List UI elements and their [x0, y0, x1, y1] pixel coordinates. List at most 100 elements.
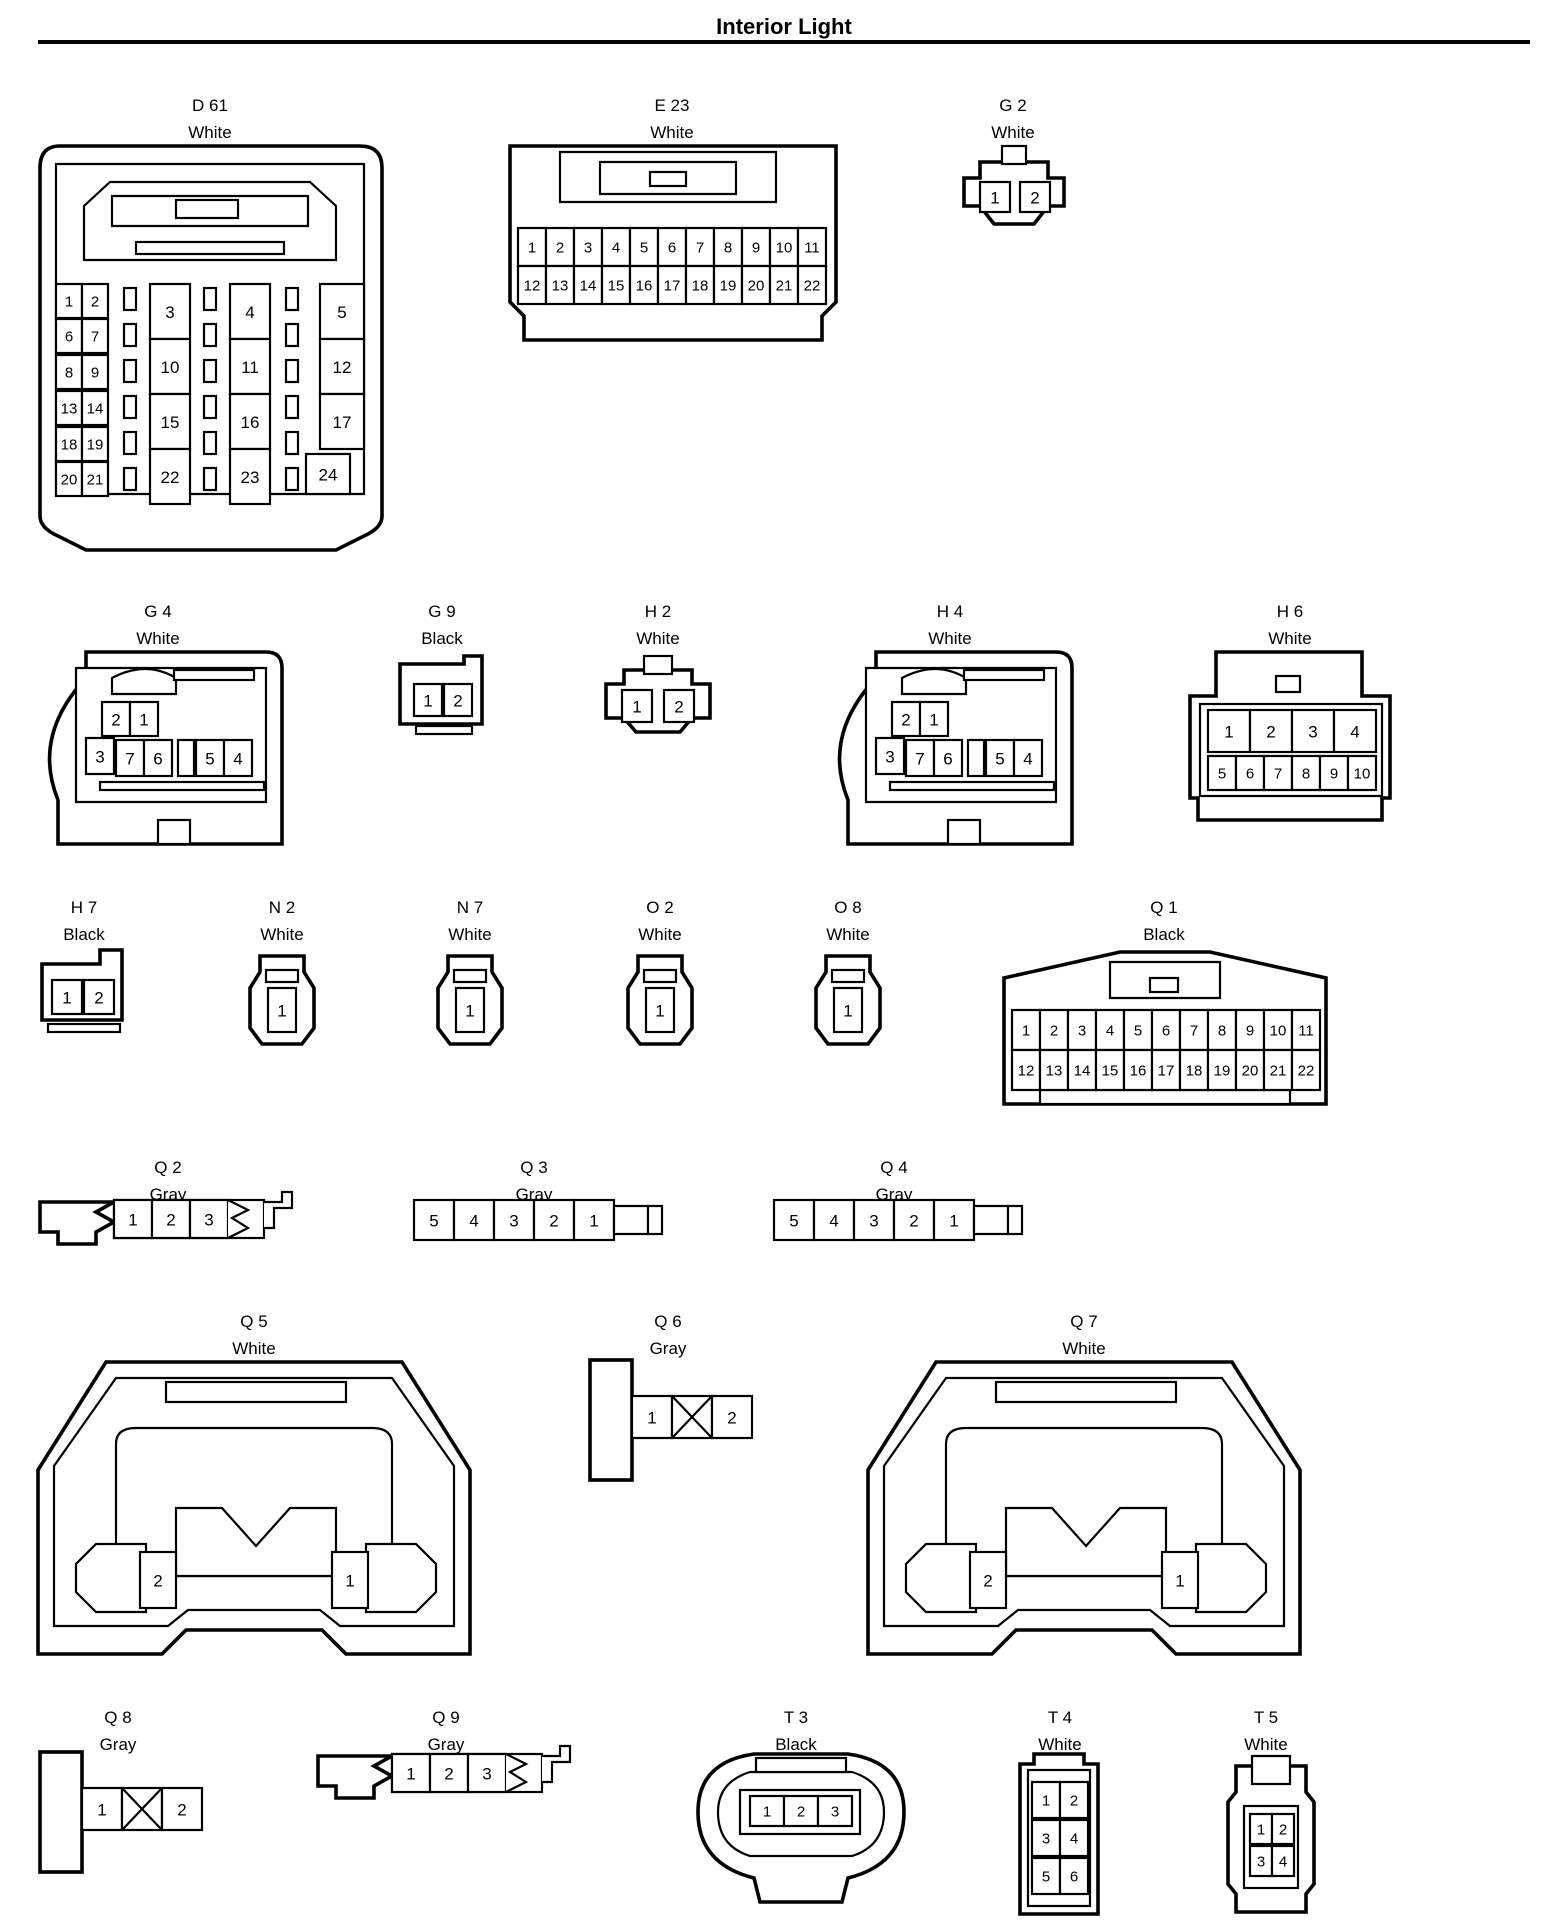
connector-o2-face: 1: [626, 954, 694, 1046]
connector-h6-pin-10-cavity: [1346, 754, 1378, 792]
connector-t5-pin-2-label: 2: [1279, 1822, 1287, 1839]
connector-e23-pin-18-cavity: [684, 264, 716, 306]
connector-q4-pin-5-label: 5: [789, 1212, 798, 1231]
connector-q2-pin-1-cavity: [112, 1198, 154, 1240]
connector-q1-pin-19-label: 19: [1214, 1063, 1231, 1080]
connector-q1-pin-22-label: 22: [1298, 1063, 1315, 1080]
connector-h2-id: H 2: [644, 602, 672, 621]
connector-d61-pin-21-label: 21: [87, 472, 104, 489]
connector-g2-pin-2-cavity: [1018, 180, 1052, 214]
connector-h6-pin-10-label: 10: [1354, 766, 1371, 783]
connector-q3-pin-5-label: 5: [429, 1212, 438, 1231]
connector-q1-pin-14-label: 14: [1074, 1063, 1091, 1080]
connector-q5-pin-1-cavity: [330, 1550, 370, 1610]
connector-q3-pin-1-label: 1: [589, 1212, 598, 1231]
connector-q9-pin-1-cavity: [390, 1752, 432, 1794]
connector-q1-pin-3-label: 3: [1078, 1023, 1086, 1040]
connector-d61-pin-15-label: 15: [161, 413, 180, 432]
connector-h2-color: White: [636, 629, 680, 648]
connector-g4-pin-4-cavity: [222, 738, 254, 778]
connector-h7-pin-2-cavity: [82, 978, 116, 1016]
connector-q1-pin-10-label: 10: [1270, 1023, 1287, 1040]
connector-q1-pin-22-cavity: [1290, 1048, 1322, 1092]
connector-h2-caption: H 2 White: [636, 598, 679, 652]
connector-t3-pin-2-cavity: [782, 1794, 820, 1828]
connector-d61-pin-12-label: 12: [333, 358, 352, 377]
connector-e23-pin-13-cavity: [544, 264, 576, 306]
connector-h2-pin-2-label: 2: [674, 698, 683, 717]
connector-h6-pin-7-cavity: [1262, 754, 1294, 792]
connector-q1-pin-18-cavity: [1178, 1048, 1210, 1092]
connector-g4-color: White: [136, 629, 180, 648]
connector-d61-id: D 61: [192, 96, 228, 115]
connector-h4-pin-1-label: 1: [929, 711, 938, 730]
connector-h4-id: H 4: [936, 602, 964, 621]
connector-d61-pin-19-label: 19: [87, 437, 104, 454]
connector-q5-pin-1-label: 1: [345, 1572, 354, 1591]
connector-h2-pin-1-cavity: [620, 688, 654, 724]
connector-h6-pin-9-label: 9: [1330, 766, 1338, 783]
connector-q5-id: Q 5: [240, 1312, 268, 1331]
connector-t4-pin-2-cavity: [1058, 1780, 1090, 1820]
connector-d61-pin-5-label: 5: [337, 303, 346, 322]
connector-e23-pin-1-label: 1: [528, 240, 536, 257]
connector-d61-pin-24-cavity: [304, 452, 352, 496]
connector-q2-pin-3-cavity: [188, 1198, 230, 1240]
connector-o2-id: O 2: [646, 898, 674, 917]
connector-d61-pin-22-label: 22: [161, 468, 180, 487]
connector-e23-pin-9-label: 9: [752, 240, 760, 257]
connector-h4-pin-2-label: 2: [901, 711, 910, 730]
connector-q2-pin-3-label: 3: [204, 1211, 213, 1230]
connector-h6-color: White: [1268, 629, 1312, 648]
connector-d61-pin-9-cavity: [80, 353, 110, 391]
connector-d61-pin-22-cavity: [148, 447, 192, 506]
connector-q1-pin-20-label: 20: [1242, 1063, 1259, 1080]
connector-q9-id: Q 9: [432, 1708, 460, 1727]
connector-e23-id: E 23: [654, 96, 690, 115]
connector-d61-pin-1-label: 1: [65, 294, 73, 311]
connector-n2-face: 1: [248, 954, 316, 1046]
connector-e23-pin-17-label: 17: [664, 278, 681, 295]
connector-q1-pin-16-label: 16: [1130, 1063, 1147, 1080]
connector-q7-color: White: [1062, 1339, 1106, 1358]
connector-h6-pin-8-cavity: [1290, 754, 1322, 792]
connector-n2-color: White: [260, 925, 304, 944]
connector-e23-pin-3-label: 3: [584, 240, 592, 257]
connector-t4-pin-4-label: 4: [1070, 1831, 1078, 1848]
connector-g4-pin-6-cavity: [142, 738, 174, 778]
connector-o8-color: White: [826, 925, 870, 944]
connector-q8-id: Q 8: [104, 1708, 132, 1727]
connector-q7-pin-2-cavity: [968, 1550, 1008, 1610]
connector-n7-pin-1-label: 1: [465, 1002, 474, 1021]
connector-d61-pin-9-label: 9: [91, 365, 99, 382]
connector-e23-pin-15-label: 15: [608, 278, 625, 295]
connector-d61-pin-3-label: 3: [165, 303, 174, 322]
connector-d61-color: White: [188, 123, 232, 142]
connector-q8-pin-2-cavity: [160, 1786, 204, 1832]
connector-q4-id: Q 4: [880, 1158, 908, 1177]
connector-t3-color: Black: [775, 1735, 817, 1754]
title-rule: [38, 40, 1530, 44]
connector-t4-pin-2-label: 2: [1070, 1793, 1078, 1810]
connector-t5-color: White: [1244, 1735, 1288, 1754]
connector-d61-pin-15-cavity: [148, 392, 192, 451]
connector-o2-pin-1-label: 1: [655, 1002, 664, 1021]
connector-h6-pin-5-cavity: [1206, 754, 1238, 792]
connector-e23-pin-2-label: 2: [556, 240, 564, 257]
connector-e23-pin-14-label: 14: [580, 278, 597, 295]
connector-d61-pin-24-label: 24: [319, 466, 338, 485]
connector-e23-pin-8-label: 8: [724, 240, 732, 257]
connector-h6-pin-7-label: 7: [1274, 766, 1282, 783]
connector-g2-pin-2-label: 2: [1030, 189, 1039, 208]
connector-h4-pin-5-label: 5: [995, 750, 1004, 769]
